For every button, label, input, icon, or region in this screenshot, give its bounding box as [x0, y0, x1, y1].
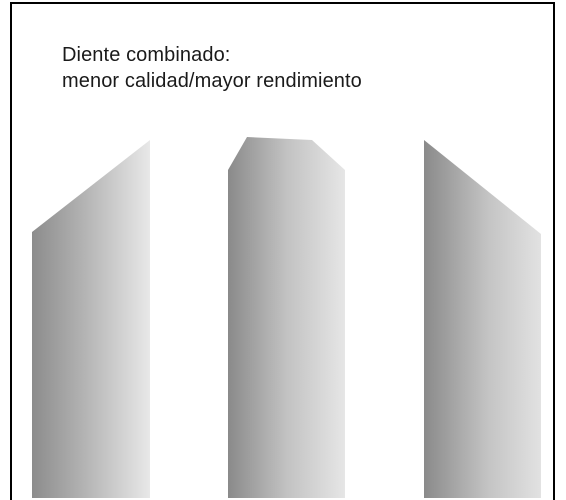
teeth-illustration	[32, 137, 541, 498]
caption-line-2: menor calidad/mayor rendimiento	[62, 70, 362, 92]
left-bevel-tooth	[32, 140, 150, 498]
center-chamfer-tooth	[228, 137, 345, 498]
diagram-frame: Diente combinado: menor calidad/mayor re…	[10, 2, 555, 500]
right-bevel-tooth	[424, 140, 541, 498]
caption: Diente combinado: menor calidad/mayor re…	[62, 42, 362, 94]
caption-line-1: Diente combinado:	[62, 44, 231, 66]
